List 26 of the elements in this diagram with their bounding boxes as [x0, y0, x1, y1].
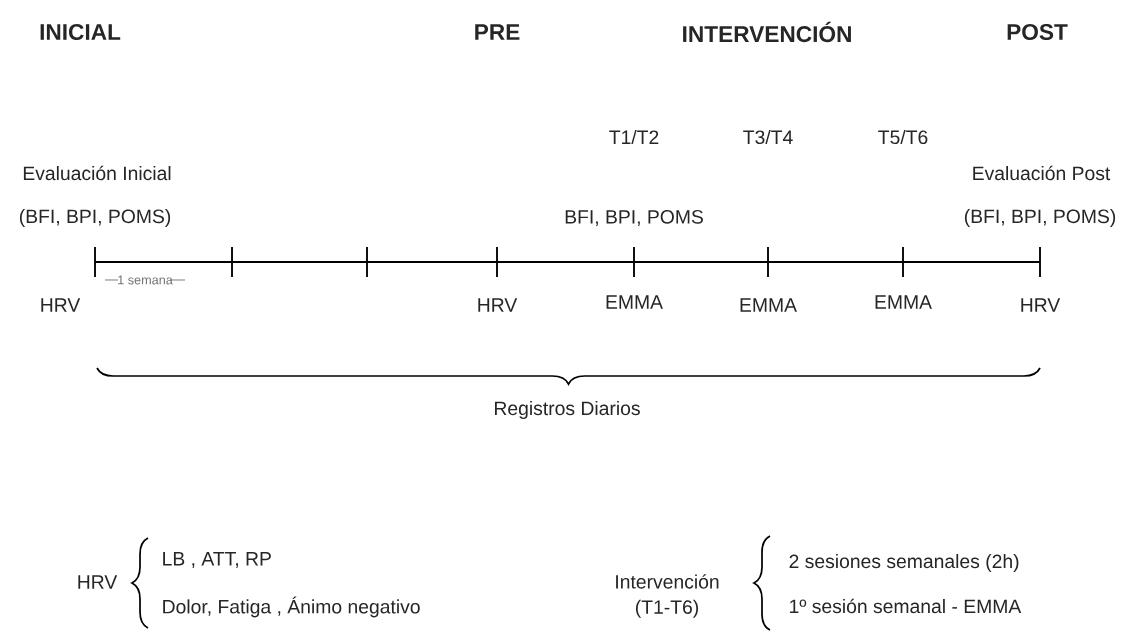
questionnaire-label: (BFI, BPI, POMS) — [19, 209, 171, 227]
assessment-label: Evaluación Post — [973, 165, 1111, 181]
list-item: LB , ATT, RP — [163, 552, 271, 568]
interval-label: 1 semana — [118, 275, 173, 285]
list-item: Dolor, Fatiga , Ánimo negativo — [163, 596, 420, 618]
questionnaire-label: BFI, BPI, POMS — [565, 210, 703, 226]
questionnaire-label: (BFI, BPI, POMS) — [964, 209, 1116, 227]
session-label: T3/T4 — [743, 129, 793, 145]
assessment-label: Evaluación Inicial — [23, 165, 171, 181]
phase-heading: POST — [1007, 23, 1068, 41]
measure-label: HRV — [1021, 298, 1061, 312]
list-item: 1º sesión semanal - EMMA — [790, 598, 1022, 614]
session-label: T1/T2 — [609, 129, 659, 145]
session-label: T5/T6 — [878, 129, 928, 145]
phase-heading: PRE — [475, 24, 520, 40]
measure-label: HRV — [41, 298, 81, 312]
measure-label: EMMA — [875, 295, 932, 309]
group-label: HRV — [78, 575, 118, 589]
group-label: Intervención (T1-T6) — [616, 574, 719, 618]
brace-label: Registros Diarios — [495, 401, 640, 419]
measure-label: EMMA — [740, 298, 797, 312]
measure-label: HRV — [478, 298, 518, 312]
measure-label: EMMA — [606, 295, 663, 309]
phase-heading: INICIAL — [40, 23, 121, 41]
list-item: 2 sesiones semanales (2h) — [789, 554, 1019, 572]
phase-heading: INTERVENCIÓN — [683, 21, 851, 43]
